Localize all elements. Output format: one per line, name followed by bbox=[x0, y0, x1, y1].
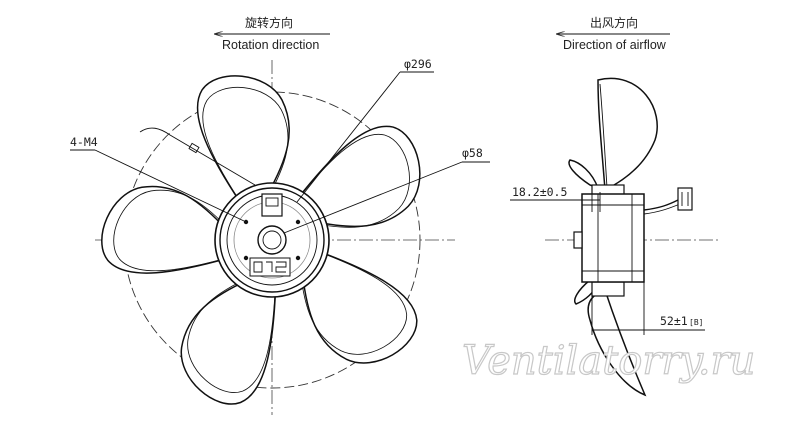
dim-hub-offset: 18.2±0.5 bbox=[512, 185, 567, 199]
airflow-label-cn: 出风方向 bbox=[590, 15, 638, 30]
hub-ring-bottom bbox=[591, 281, 625, 297]
shaft-stub bbox=[573, 231, 583, 249]
dim-mount-holes: 4-M4 bbox=[70, 135, 98, 149]
motor-hub bbox=[214, 182, 330, 298]
dim-outer-diameter: φ296 bbox=[404, 57, 432, 71]
motor-body bbox=[581, 193, 645, 283]
rotation-label-en: Rotation direction bbox=[222, 38, 319, 52]
front-view: 旋转方向 Rotation direction bbox=[70, 15, 490, 418]
side-blade-upper bbox=[597, 77, 658, 192]
side-cable bbox=[643, 199, 679, 211]
dim-hub-diameter: φ58 bbox=[462, 146, 483, 160]
dim-leader-outer bbox=[296, 71, 401, 203]
label-plate bbox=[249, 257, 291, 277]
terminal-block bbox=[261, 193, 283, 217]
mount-hole bbox=[295, 255, 301, 261]
airflow-label-en: Direction of airflow bbox=[563, 38, 667, 52]
shaft-bore bbox=[257, 225, 287, 255]
side-blade-lower bbox=[587, 289, 647, 397]
watermark: Ventilatorry.ru bbox=[462, 338, 755, 384]
side-blade-tip bbox=[568, 159, 600, 190]
wire-clip bbox=[188, 142, 200, 154]
lead-wire bbox=[139, 127, 256, 186]
side-view: 出风方向 Direction of airflow bbox=[510, 15, 720, 397]
dim-depth-note: [B] bbox=[689, 318, 703, 327]
mount-hole bbox=[243, 219, 249, 225]
connector bbox=[677, 187, 693, 211]
mount-hole bbox=[243, 255, 249, 261]
dim-depth: 52±1 bbox=[660, 314, 688, 328]
mount-hole bbox=[295, 219, 301, 225]
rotation-label-cn: 旋转方向 bbox=[245, 15, 293, 30]
dim-leader-hub bbox=[283, 161, 463, 234]
dim-leader-holes bbox=[94, 149, 245, 222]
